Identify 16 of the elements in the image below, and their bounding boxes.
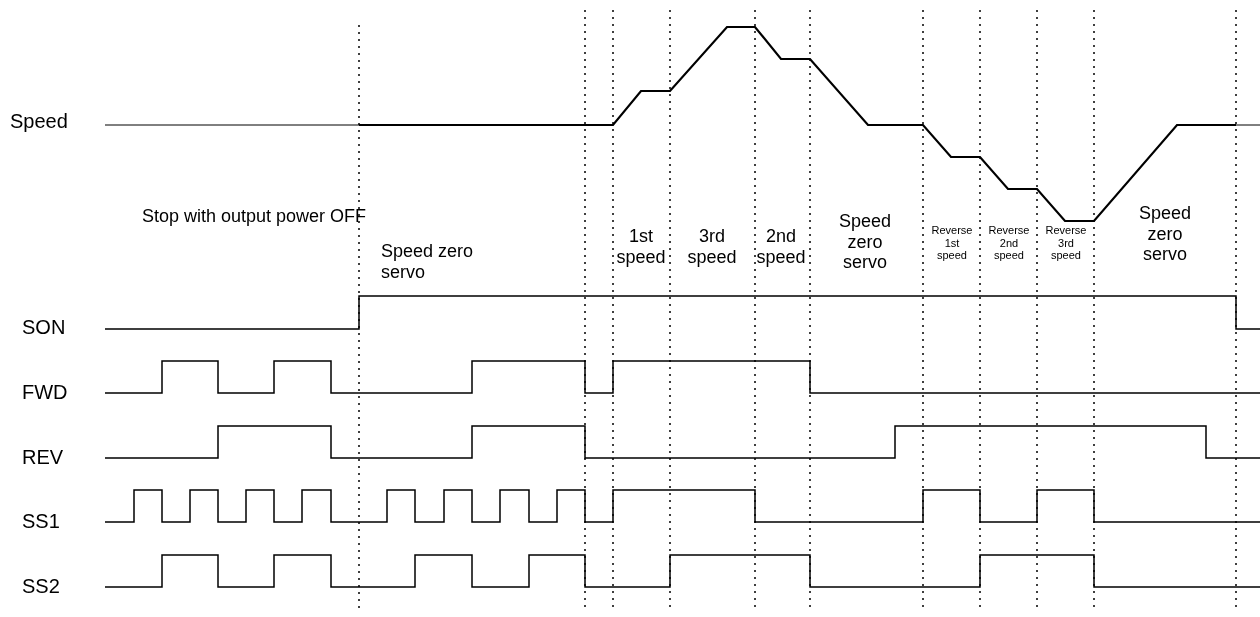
state-label: Reverse 2nd speed [988,224,1030,262]
state-label: Speed zero servo [838,211,892,274]
signal-name: REV [22,446,65,469]
state-label: Reverse 3rd speed [1045,224,1087,262]
state-label: Speed zero servo [1138,203,1192,266]
signal-name: Speed [10,110,69,133]
state-label: 3rd speed [687,226,737,268]
state-label: Stop with output power OFF [142,206,368,227]
signal-name: FWD [22,381,69,404]
state-label: Reverse 1st speed [931,224,973,262]
state-label: 1st speed [616,226,666,268]
signal-name: SON [22,316,67,339]
state-label: Speed zero servo [381,241,475,283]
state-label: 2nd speed [756,226,806,268]
signal-name: SS1 [22,510,61,533]
signal-name: SS2 [22,575,61,598]
